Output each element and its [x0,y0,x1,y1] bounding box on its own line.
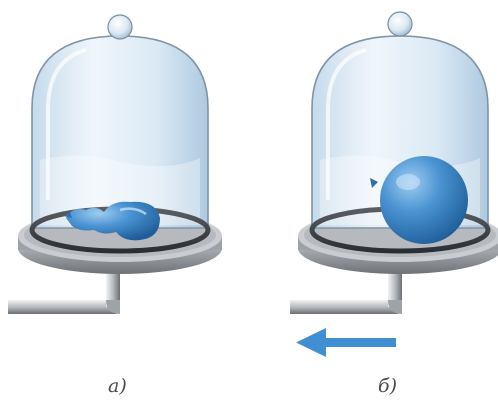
bell-jar [32,36,208,228]
caption-b: б) [378,375,397,397]
bell-jar-knob [108,15,132,39]
panel-b [290,12,498,314]
panel-a [8,15,222,314]
caption-a: а) [108,375,127,397]
pump-direction-arrow [296,328,396,357]
pump-pipe [8,300,116,314]
bell-jar-knob [388,12,412,36]
pump-pipe [290,300,398,314]
